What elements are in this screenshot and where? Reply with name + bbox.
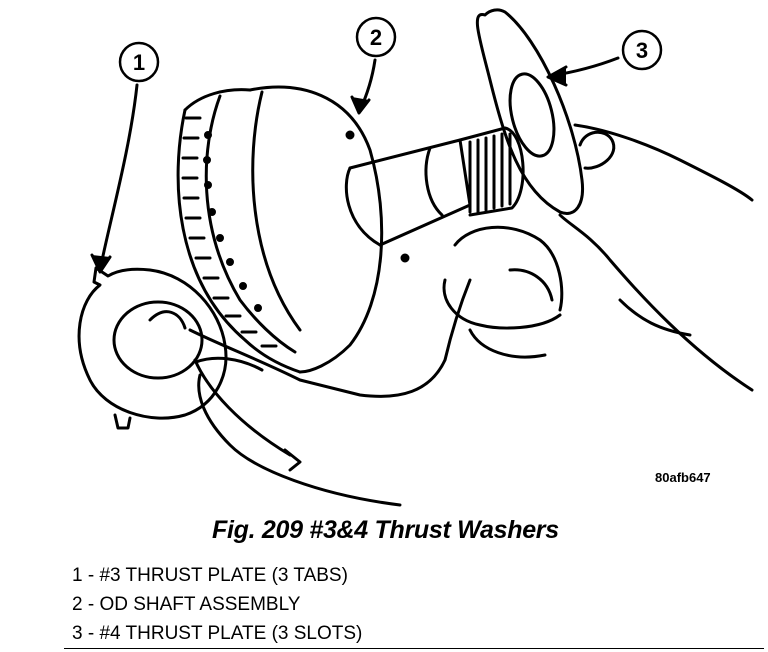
figure-caption: Fig. 209 #3&4 Thrust Washers xyxy=(212,516,559,544)
left-hand xyxy=(188,278,472,507)
figure-code: 80afb647 xyxy=(655,470,711,485)
callout-circles xyxy=(118,16,663,83)
legend-item-1: 1 - #3 THRUST PLATE (3 TABS) xyxy=(72,565,348,586)
thrust-washer-illustration: 1 2 3 xyxy=(77,8,754,507)
bottom-rule xyxy=(64,648,764,649)
legend-item-3: 3 - #4 THRUST PLATE (3 SLOTS) xyxy=(72,623,363,644)
callout-2-label: 2 xyxy=(370,25,382,50)
legend-list: 1 - #3 THRUST PLATE (3 TABS) 2 - OD SHAF… xyxy=(72,561,362,648)
callout-arrows xyxy=(90,56,620,274)
od-shaft xyxy=(344,126,525,247)
callout-1-label: 1 xyxy=(133,50,145,75)
drum-assembly xyxy=(176,85,410,374)
callout-3-label: 3 xyxy=(636,38,648,63)
thrust-plate-4 xyxy=(475,8,585,215)
right-hand xyxy=(442,123,754,392)
thrust-plate-3 xyxy=(77,266,228,430)
legend-item-2: 2 - OD SHAFT ASSEMBLY xyxy=(72,594,301,615)
